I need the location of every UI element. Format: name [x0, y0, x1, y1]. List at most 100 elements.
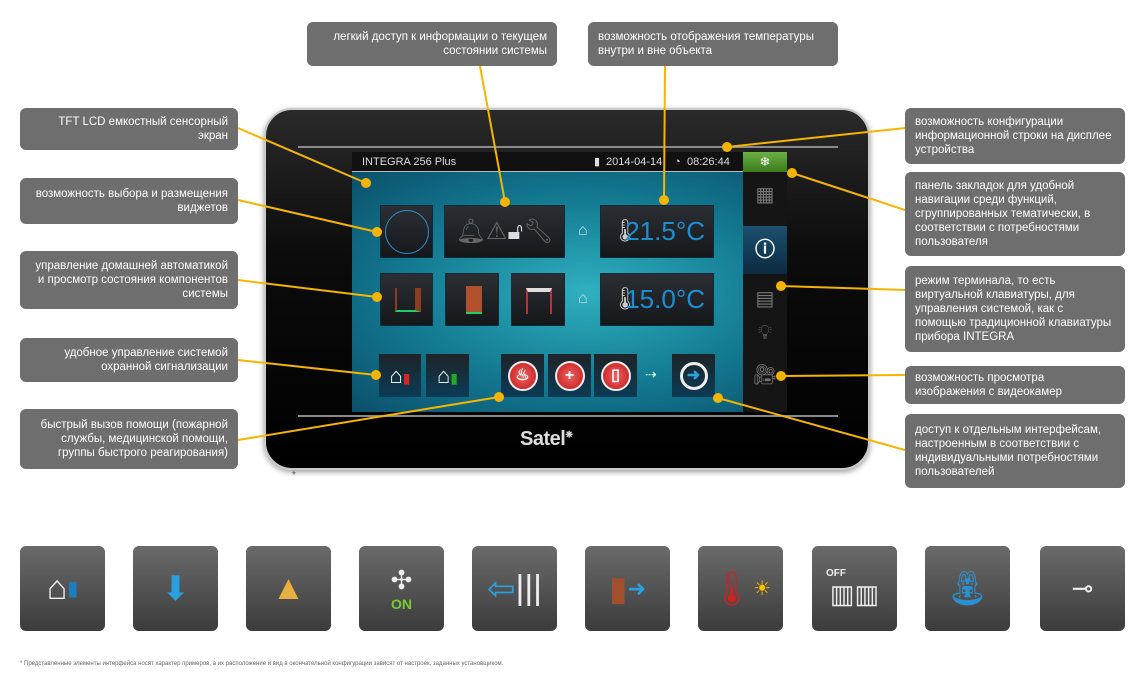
callout-terminal: режим терминала, то есть виртуальной кла… [905, 266, 1125, 352]
house-locked-icon: ⌂▮ [389, 362, 411, 388]
bell-icon: 🔔︎ [455, 218, 486, 245]
tab-cameras[interactable]: 🎥︎ [743, 362, 787, 387]
tab-info[interactable]: ⓘ [743, 226, 787, 274]
fire-alarm-button[interactable]: ♨ [501, 354, 544, 397]
system-status-widget[interactable]: 🔔︎⚠🔓︎🔧︎ [444, 205, 565, 258]
thermometer-icon: 🌡︎ [611, 218, 639, 243]
enter-arrow-icon: ➜ [679, 361, 708, 390]
callout-line [479, 65, 506, 203]
fire-icon: ♨ [507, 360, 538, 391]
satel-logo: Satel❋ [520, 428, 573, 450]
callout-widgets: возможность выбора и размещения виджетов [20, 178, 238, 224]
house-unlocked-icon: ⌂▮ [436, 362, 458, 388]
callout-help: быстрый вызов помощи (пожарной службы, м… [20, 409, 238, 469]
divider [298, 415, 838, 417]
outside-temp-widget[interactable]: 🌡︎15.0°C [600, 273, 714, 326]
callout-line [237, 279, 378, 298]
panic-alarm-button[interactable]: ▯ [594, 354, 637, 397]
callout-line [791, 172, 906, 211]
callout-line [237, 127, 367, 184]
medical-cross-icon: + [554, 360, 585, 391]
callout-dot [776, 371, 786, 381]
callout-dot [722, 142, 732, 152]
calendar-icon: ▮ [594, 156, 601, 168]
callout-alarm: удобное управление системой охранной сиг… [20, 338, 238, 382]
callout-touchscreen: TFT LCD емкостный сенсорный экран [20, 108, 238, 150]
callout-dot [361, 178, 371, 188]
camera-icon: 🎥︎ [752, 364, 778, 386]
house-outside-icon: ⌂ [578, 290, 588, 307]
footnote-marker: * [292, 470, 296, 481]
door-closed-icon [395, 288, 421, 312]
callout-info-line: возможность конфигурации информационной … [905, 108, 1125, 164]
snowflake-icon: ❄ [759, 154, 771, 169]
callout-status-info: легкий доступ к информации о текущем сос… [307, 22, 557, 66]
callout-interfaces: доступ к отдельным интерфейсам, настроен… [905, 414, 1125, 488]
callout-line [717, 397, 906, 451]
outside-temp: 15.0°C [625, 284, 705, 314]
radiator-off-icon: OFF▥▥ [812, 546, 897, 631]
key-arrow-icon: ⇢ [645, 366, 657, 382]
disarm-button[interactable]: ⌂▮ [426, 354, 469, 397]
analog-clock-icon [385, 210, 429, 254]
callout-dot [787, 168, 797, 178]
callout-dot [494, 392, 504, 402]
tab-settings[interactable]: ❄ [743, 152, 787, 172]
fan-on-icon: ✣ON [359, 546, 444, 631]
callout-line [237, 396, 500, 441]
callout-line [237, 199, 378, 233]
callout-dot [659, 195, 669, 205]
inside-temp-widget[interactable]: 🌡︎21.5°C [600, 205, 714, 258]
tab-widgets[interactable]: ▦ [743, 182, 787, 207]
callout-dot [372, 227, 382, 237]
wrench-icon: 🔧︎ [523, 218, 554, 245]
widgets-chat-icon: ▦ [755, 184, 775, 206]
callout-dot [500, 197, 510, 207]
date: 2014-04-14 [606, 156, 663, 168]
callout-line [780, 285, 906, 291]
house-inside-icon: ⌂ [578, 222, 588, 239]
unlock-icon: 🔓︎ [507, 218, 524, 245]
tab-lighting[interactable]: 💡︎ [743, 322, 787, 345]
thermometer-sun-icon: 🌡︎☀ [698, 546, 783, 631]
callout-dot [776, 281, 786, 291]
arm-button[interactable]: ⌂▮ [379, 354, 421, 397]
callout-cameras: возможность просмотра изображения с виде… [905, 366, 1125, 404]
door-open-icon [466, 286, 482, 314]
gate-widget[interactable] [511, 273, 565, 326]
divider [298, 146, 838, 148]
callout-dot [713, 393, 723, 403]
door-open-widget[interactable] [445, 273, 499, 326]
keypad-icon: ▤ [755, 288, 775, 310]
curtain-icon: ⇦||| [472, 546, 557, 631]
garage-gate-icon [526, 288, 552, 314]
lamp-icon: ▲ [246, 546, 331, 631]
warning-icon: ⚠ [485, 218, 508, 245]
logout-button[interactable]: ➜ [672, 354, 715, 397]
info-icon: ⓘ [755, 239, 775, 261]
callout-line [237, 359, 377, 376]
slider-icon: ⊸ [1040, 546, 1125, 631]
status-bar: INTEGRA 256 Plus ▮ 2014-04-14 ◔ 08:26:44 [352, 152, 743, 172]
house-lock-icon: ⌂▮ [20, 546, 105, 631]
callout-automation: управление домашней автоматикой и просмо… [20, 251, 238, 309]
footnote: * Представленные элементы интерфейса нос… [20, 661, 504, 667]
callout-line [726, 127, 906, 148]
callout-temperature: возможность отображения температуры внут… [588, 22, 838, 66]
callout-line [780, 374, 906, 377]
clock-icon: ◔ [674, 156, 681, 168]
inside-temp: 21.5°C [625, 216, 705, 246]
callout-dot [372, 292, 382, 302]
callout-tabs: панель закладок для удобной навигации ср… [905, 172, 1125, 256]
medical-alarm-button[interactable]: + [548, 354, 591, 397]
callout-dot [371, 370, 381, 380]
time: 08:26:44 [687, 156, 730, 168]
door-widget[interactable] [380, 273, 433, 326]
sprinkler-icon: ⛲︎ [925, 546, 1010, 631]
thermometer-icon: 🌡︎ [611, 286, 639, 311]
panic-door-icon: ▯ [600, 360, 631, 391]
tab-terminal[interactable]: ▤ [743, 286, 787, 311]
gate-icon: ▮➜ [585, 546, 670, 631]
callout-line [663, 65, 666, 201]
